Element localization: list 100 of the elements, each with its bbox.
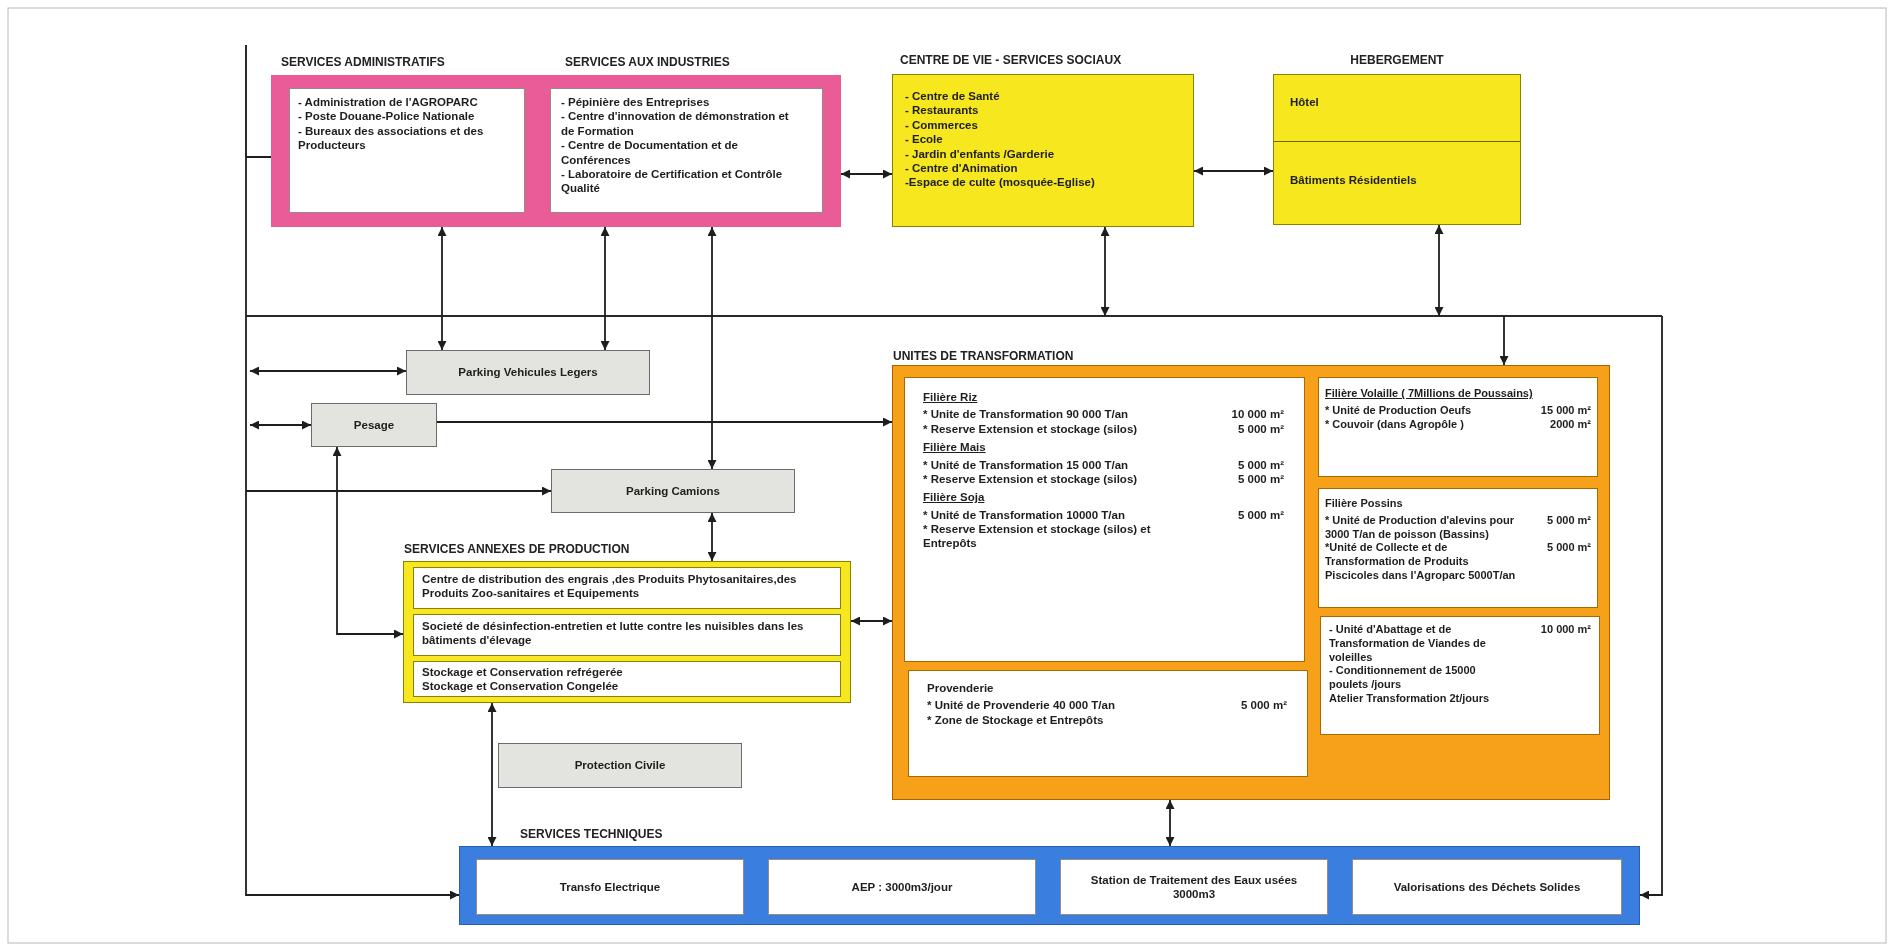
- list-item: * Reserve Extension et stockage (silos) et Entrepôts: [923, 522, 1152, 551]
- box-label: Pesage: [353, 417, 395, 433]
- connector-arrow: [707, 512, 717, 562]
- box-label: Bâtiments Résidentiels: [1290, 173, 1417, 188]
- connector-arrow: [707, 226, 717, 470]
- connector-arrow: [1499, 315, 1509, 366]
- list-item: - Pépinière des Entreprises: [561, 95, 711, 110]
- sector-box: [904, 377, 1305, 662]
- list-item: - Commerces: [905, 117, 979, 133]
- list-item: - Unité d'Abattage et de Transformation de Viandes de voleilles: [1329, 623, 1487, 665]
- list-item: Centre de distribution des engrais ,des Produits Phytosanitaires,des Produits Zoo-sanitaires et Equipements: [422, 572, 798, 601]
- connector-arrow: [1193, 166, 1274, 176]
- service-box: [1352, 859, 1622, 915]
- box-label: Transfo Electrique: [559, 879, 661, 895]
- list-item: * Unité de Production d'alevins pour 3000 T/an de poisson (Bassins): [1325, 513, 1516, 542]
- list-item: * Unité de Transformation 15 000 T/an: [923, 457, 1130, 472]
- section-heading: UNITES DE TRANSFORMATION: [893, 349, 1074, 364]
- area-value: 5 000 m²: [1545, 541, 1591, 556]
- list-item: - Conditionnement de 15000 poulets /jours: [1329, 664, 1477, 692]
- list-item: * Reserve Extension et stockage (silos): [923, 471, 1139, 487]
- service-box: [413, 661, 841, 697]
- service-box: [413, 614, 841, 656]
- zone-box: [498, 743, 742, 788]
- box-label: Parking Vehicules Legers: [458, 365, 598, 380]
- list-item: - Bureaux des associations et des Producteurs: [298, 123, 485, 153]
- section-heading: CENTRE DE VIE - SERVICES SOCIAUX: [900, 53, 1122, 68]
- connector-arrow: [1100, 226, 1110, 317]
- list-item: - Centre d'innovation de démonstration et de Formation: [561, 109, 790, 139]
- list-item: - Centre d'Animation: [905, 160, 1019, 176]
- section-heading: SERVICES ADMINISTRATIFS: [281, 55, 445, 70]
- connector-arrow: [437, 226, 447, 351]
- list-item: * Unité de Provenderie 40 000 T/an: [927, 698, 1116, 713]
- service-box: [768, 859, 1036, 915]
- connector-arrow: [245, 486, 552, 496]
- list-item: * Unite de Transformation 90 000 T/an: [923, 407, 1130, 422]
- list-item: - Restaurants: [905, 103, 980, 118]
- zone-box: [406, 350, 650, 395]
- area-value: 2000 m²: [1549, 417, 1591, 432]
- zone-box: [551, 469, 795, 513]
- list-item: - Laboratoire de Certification et Contrôle Qualité: [561, 166, 784, 196]
- area-value: 5 000 m²: [1239, 698, 1287, 713]
- connector-arrow: [600, 226, 610, 351]
- list-item: Stockage et Conservation Congelée: [422, 679, 620, 694]
- section-heading: SERVICES AUX INDUSTRIES: [565, 55, 730, 70]
- zone-box: [311, 403, 437, 447]
- subsection-heading: Filière Mais: [923, 440, 987, 455]
- connector-arrow: [1165, 799, 1175, 847]
- area-value: 10 000 m²: [1230, 407, 1284, 422]
- connector-arrow: [332, 446, 404, 639]
- subsection-heading: Provenderie: [927, 681, 995, 696]
- connector-arrow: [436, 417, 893, 427]
- connector-arrow: [245, 156, 460, 900]
- list-item: Societé de désinfection-entretien et lutte contre les nuisibles dans les bâtiments d'élevage: [422, 619, 805, 648]
- list-item: * Reserve Extension et stockage (silos): [923, 421, 1139, 437]
- connector-arrow: [249, 366, 407, 376]
- sector-box: [1320, 616, 1600, 735]
- box-label: Hôtel: [1290, 95, 1319, 110]
- section-heading: SERVICES ANNEXES DE PRODUCTION: [404, 542, 630, 557]
- connector-arrow: [1639, 315, 1663, 900]
- sector-box: [1318, 377, 1598, 477]
- list-item: -Espace de culte (mosquée-Eglise): [905, 175, 1096, 190]
- sector-box: [908, 670, 1308, 777]
- list-item: - Centre de Santé: [905, 89, 1001, 104]
- box-label: Parking Camions: [626, 483, 720, 499]
- list-item: * Couvoir (dans Agropôle ): [1325, 417, 1465, 432]
- connector-arrow: [1434, 224, 1444, 317]
- area-value: 5 000 m²: [1236, 471, 1284, 487]
- list-item: * Unité de Transformation 10000 T/an: [923, 507, 1126, 522]
- area-value: 15 000 m²: [1540, 403, 1591, 418]
- list-item: Stockage et Conservation refrégerée: [422, 665, 624, 680]
- connector-arrow: [840, 169, 893, 179]
- subsection-heading: Filière Possins: [1325, 497, 1404, 511]
- service-box: [476, 859, 744, 915]
- area-value: 10 000 m²: [1539, 623, 1591, 637]
- list-item: * Unité de Production Oeufs: [1325, 403, 1473, 418]
- service-box: [1060, 859, 1328, 915]
- list-item: - Centre de Documentation et de Conférences: [561, 138, 739, 167]
- area-value: 5 000 m²: [1236, 457, 1284, 472]
- box-label: Station de Traitement des Eaux usées 3000m3: [1089, 872, 1299, 902]
- box-label: Protection Civile: [574, 758, 666, 773]
- list-item: Atelier Transformation 2t/jours: [1329, 691, 1491, 706]
- list-item: - Poste Douane-Police Nationale: [298, 109, 476, 124]
- subsection-heading: Filière Riz: [923, 390, 979, 405]
- list-item: - Administration de l'AGROPARC: [298, 95, 479, 110]
- connector-arrow: [487, 702, 497, 847]
- box-label: AEP : 3000m3/jour: [851, 879, 953, 895]
- list-item: * Zone de Stockage et Entrepôts: [927, 712, 1105, 728]
- area-value: 5 000 m²: [1236, 507, 1284, 522]
- area-value: 5 000 m²: [1545, 513, 1591, 528]
- connector-arrow: [249, 420, 312, 430]
- list-item: *Unité de Collecte et de Transformation de Produits Piscicoles dans l'Agroparc 5000T/an: [1325, 541, 1517, 583]
- section-heading: SERVICES TECHNIQUES: [520, 827, 663, 842]
- list-item: - Ecole: [905, 132, 944, 147]
- sector-box: [1318, 488, 1598, 608]
- list-item: - Jardin d'enfants /Garderie: [905, 146, 1056, 161]
- subsection-heading: Filière Soja: [923, 490, 986, 505]
- box-label: Valorisations des Déchets Solides: [1393, 879, 1581, 895]
- service-box: [413, 567, 841, 609]
- subsection-heading: Filière Volaille ( 7Millions de Poussains): [1325, 387, 1534, 401]
- connector-arrow: [850, 616, 893, 626]
